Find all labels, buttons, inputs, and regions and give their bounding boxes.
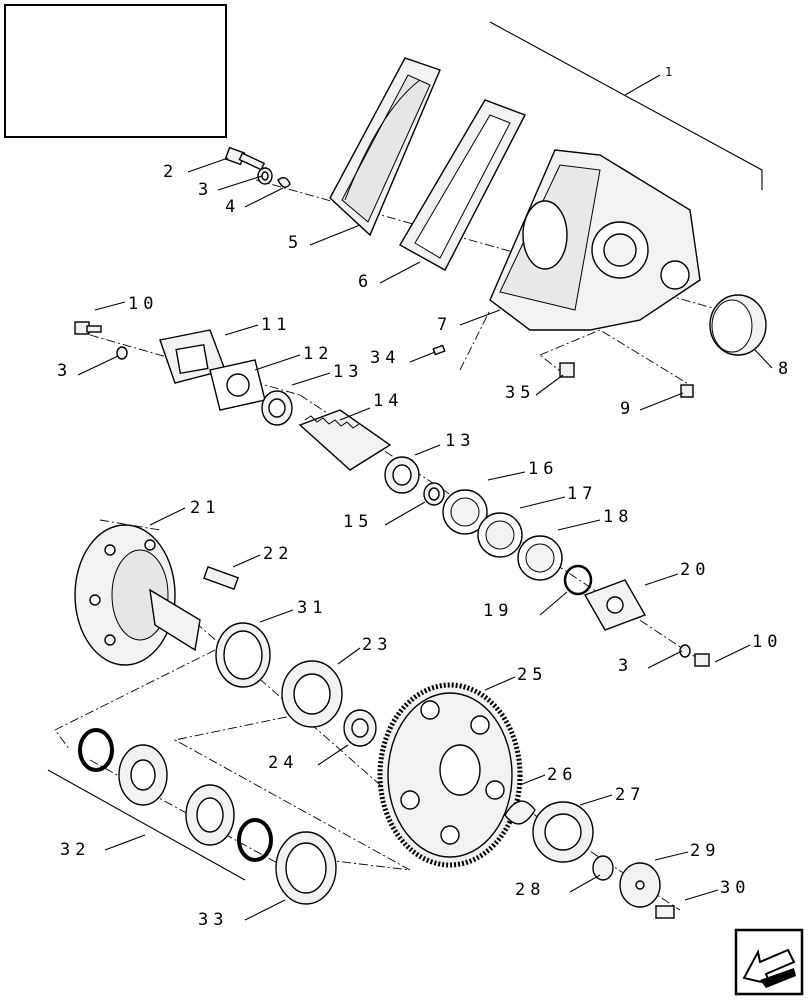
bolt-10-icon <box>74 321 102 335</box>
label-2: 2 <box>163 162 178 182</box>
label-8: 8 <box>778 359 793 379</box>
bearing-13b-icon <box>384 456 420 494</box>
label-33: 33 <box>198 910 228 930</box>
plug-35-icon <box>559 362 575 378</box>
label-18: 18 <box>603 507 633 527</box>
cap-8-icon <box>709 294 767 356</box>
stud-22-icon <box>203 565 239 591</box>
group-32-bracket <box>47 769 246 881</box>
washer-3c-icon <box>679 644 691 658</box>
label-28: 28 <box>515 880 545 900</box>
cover-20-icon <box>583 579 647 631</box>
label-11: 11 <box>261 315 291 335</box>
bolt-10b-icon <box>694 653 710 667</box>
axis-plug <box>539 329 691 386</box>
bolt-30-icon <box>655 905 675 919</box>
snapring-32a-icon <box>78 728 114 772</box>
label-12: 12 <box>303 344 333 364</box>
label-6: 6 <box>358 272 373 292</box>
bolt-2-icon <box>224 146 266 171</box>
label-1: 1 <box>665 65 677 79</box>
label-3c: 3 <box>618 656 633 676</box>
label-20: 20 <box>680 560 710 580</box>
axis-left-upper <box>54 649 216 751</box>
label-5: 5 <box>288 233 303 253</box>
shim-17-icon <box>477 512 523 558</box>
callout-labels: 1 2 3 4 5 6 7 8 9 10 3 11 12 13 34 35 14… <box>57 65 793 930</box>
label-17: 17 <box>567 484 597 504</box>
axis-left-lower <box>173 709 411 871</box>
label-10b: 10 <box>752 632 782 652</box>
pin-34-icon <box>432 344 446 356</box>
gasket-6-icon <box>399 99 526 271</box>
cover-5-icon <box>329 57 441 237</box>
washer-28-icon <box>592 855 614 881</box>
pinion-shaft-14-icon <box>298 409 392 471</box>
label-9: 9 <box>620 399 635 419</box>
label-7: 7 <box>437 315 452 335</box>
next-page-arrow-icon[interactable] <box>734 928 804 996</box>
label-19: 19 <box>483 601 513 621</box>
leader-lines <box>77 74 773 921</box>
lockwasher-4-icon <box>277 177 291 188</box>
label-3a: 3 <box>198 180 213 200</box>
label-29: 29 <box>690 841 720 861</box>
label-10a: 10 <box>128 294 158 314</box>
label-24: 24 <box>268 753 298 773</box>
label-32: 32 <box>60 840 90 860</box>
shim-16-icon <box>442 489 488 535</box>
label-34: 34 <box>370 348 400 368</box>
housing-7-icon <box>489 149 701 331</box>
washer-3b-icon <box>116 346 128 360</box>
label-3b: 3 <box>57 361 72 381</box>
plug-9-icon <box>680 384 694 398</box>
label-13b: 13 <box>445 431 475 451</box>
label-4: 4 <box>225 197 240 217</box>
title-box <box>4 4 227 138</box>
snapring-32b-icon <box>237 818 273 862</box>
label-15: 15 <box>343 512 373 532</box>
ring-26-icon <box>504 800 536 825</box>
label-23: 23 <box>362 635 392 655</box>
gear-25-icon <box>377 682 523 868</box>
retainer-32-icon <box>118 744 168 806</box>
label-16: 16 <box>528 459 558 479</box>
plate-29-icon <box>619 862 661 908</box>
hub-21-icon <box>74 524 201 666</box>
label-21: 21 <box>190 498 220 518</box>
bearing-23-icon <box>281 660 343 728</box>
label-30: 30 <box>720 878 750 898</box>
label-14: 14 <box>373 391 403 411</box>
label-25: 25 <box>517 665 547 685</box>
seal-33-icon <box>275 831 337 905</box>
label-22: 22 <box>263 544 293 564</box>
seal-32-icon <box>185 784 235 846</box>
label-35: 35 <box>505 383 535 403</box>
label-31: 31 <box>297 598 327 618</box>
label-26: 26 <box>547 765 577 785</box>
seal-31-icon <box>215 622 271 688</box>
oring-19-icon <box>563 564 593 596</box>
bearing-24-icon <box>343 709 377 747</box>
axis-pin-34 <box>459 309 491 371</box>
shim-18-icon <box>517 535 563 581</box>
bearing-27-icon <box>532 801 594 863</box>
gasket-12-icon <box>209 359 266 411</box>
label-27: 27 <box>615 785 645 805</box>
group-1-bracket <box>489 21 763 190</box>
bearing-13a-icon <box>261 390 293 426</box>
label-13a: 13 <box>333 362 363 382</box>
